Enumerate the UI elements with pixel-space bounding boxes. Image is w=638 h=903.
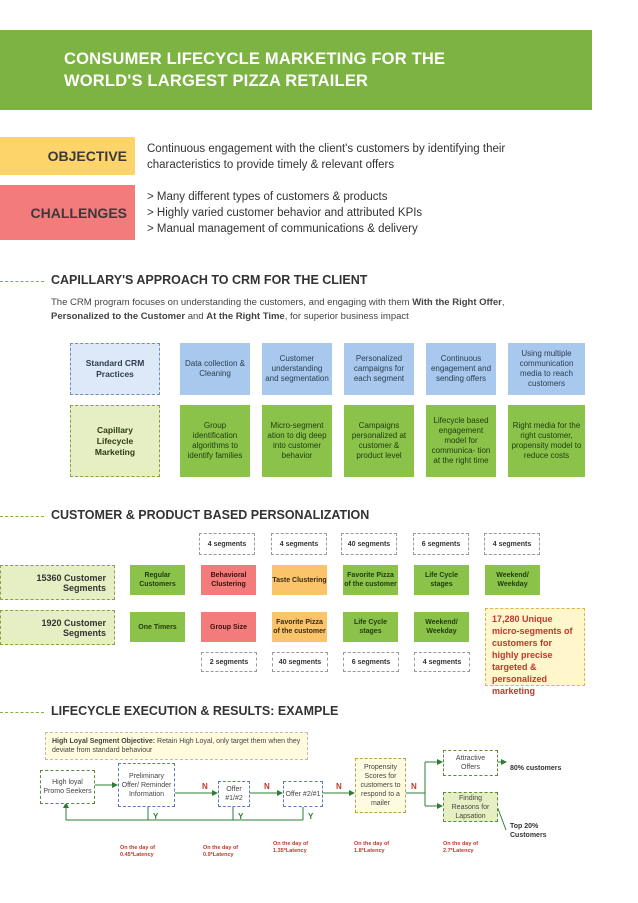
standard-item: Data collection & Cleaning	[180, 343, 250, 395]
capillary-item: Campaigns personalized at customer & pro…	[344, 405, 414, 477]
result-top-20-percent: Top 20% Customers	[510, 823, 547, 839]
capillary-item: Micro-segment ation to dig deep into cus…	[262, 405, 332, 477]
yes-label: Y	[308, 812, 314, 821]
latency-label: On the day of 1.35*Latency	[273, 841, 309, 854]
segment-count: 6 segments	[343, 652, 399, 672]
crm-section-title: CAPILLARY'S APPROACH TO CRM FOR THE CLIE…	[51, 273, 368, 287]
attractive-offers-node: Attractive Offers	[443, 750, 498, 776]
segment-cell: Life Cycle stages	[343, 612, 398, 642]
objective-label: OBJECTIVE	[0, 137, 135, 175]
segment-cell: Favorite Pizza of the customer	[343, 565, 398, 595]
standard-item: Continuous engagement and sending offers	[426, 343, 496, 395]
lapsation-node: Finding Reasons for Lapsation	[443, 792, 498, 822]
capillary-lifecycle-label: Capillary Lifecycle Marketing	[70, 405, 160, 477]
yes-label: Y	[238, 812, 244, 821]
standard-item: Customer understanding and segmentation	[262, 343, 332, 395]
standard-crm-label: Standard CRM Practices	[70, 343, 160, 395]
yes-label: Y	[153, 812, 159, 821]
header-banner: CONSUMER LIFECYCLE MARKETING FOR THE WOR…	[0, 30, 592, 110]
section-divider	[0, 281, 44, 282]
no-label: N	[202, 782, 208, 791]
no-label: N	[264, 782, 270, 791]
result-80-percent: 80% customers	[510, 765, 562, 772]
latency-label: On the day of 0.45*Latency	[120, 845, 156, 858]
propensity-node: Propensity Scores for customers to respo…	[355, 758, 406, 813]
latency-label: On the day of 2.7*Latency	[443, 841, 479, 854]
segment-count: 2 segments	[201, 652, 257, 672]
segment-cell: Favorite Pizza of the customer	[272, 612, 327, 642]
loyal-segment-objective: High Loyal Segment Objective: Retain Hig…	[45, 732, 308, 760]
segment-cell: Behavioral Clustering	[201, 565, 256, 595]
capillary-item: Right media for the right customer, prop…	[508, 405, 585, 477]
challenges-label: CHALLENGES	[0, 185, 135, 240]
offer-1-node: Offer #1/#2	[218, 781, 250, 807]
segment-count: 6 segments	[413, 533, 469, 555]
latency-label: On the day of 1.8*Latency	[354, 841, 390, 854]
segment-count: 4 segments	[271, 533, 327, 555]
reminder-node: Preliminary Offer/ Reminder Information	[118, 763, 175, 807]
segment-count: 40 segments	[272, 652, 328, 672]
segment-count: 4 segments	[484, 533, 540, 555]
micro-segments-note: 17,280 Unique micro-segments of customer…	[485, 608, 585, 696]
crm-description: The CRM program focuses on understanding…	[51, 297, 505, 322]
no-label: N	[411, 782, 417, 791]
personalization-section-title: CUSTOMER & PRODUCT BASED PERSONALIZATION	[51, 508, 370, 522]
promo-seekers-node: High loyal Promo Seekers	[40, 770, 95, 804]
objective-text: Continuous engagement with the client's …	[147, 143, 506, 171]
segment-count: 4 segments	[414, 652, 470, 672]
customer-type: Regular Customers	[130, 565, 185, 595]
segment-cell: Group Size	[201, 612, 256, 642]
capillary-item: Group identification algorithms to ident…	[180, 405, 250, 477]
customer-segments-regular: 15360 Customer Segments	[0, 565, 115, 600]
standard-item: Using multiple communication media to re…	[508, 343, 585, 395]
latency-label: On the day of 0.9*Latency	[203, 845, 239, 858]
flow-connectors	[63, 759, 507, 831]
no-label: N	[336, 782, 342, 791]
segment-cell: Weekend/ Weekday	[414, 612, 469, 642]
segment-count: 40 segments	[341, 533, 397, 555]
offer-2-node: Offer #2/#1	[283, 781, 323, 807]
section-divider	[0, 516, 44, 517]
segment-cell: Weekend/ Weekday	[485, 565, 540, 595]
standard-item: Personalized campaigns for each segment	[344, 343, 414, 395]
segment-cell: Taste Clustering	[272, 565, 327, 595]
capillary-item: Lifecycle based engagement model for com…	[426, 405, 496, 477]
segment-cell: Life Cycle stages	[414, 565, 469, 595]
page-title: CONSUMER LIFECYCLE MARKETING FOR THE WOR…	[64, 50, 446, 90]
customer-type: One Timers	[130, 612, 185, 642]
challenges-list: > Many different types of customers & pr…	[147, 191, 423, 235]
customer-segments-onetime: 1920 Customer Segments	[0, 610, 115, 645]
lifecycle-section-title: LIFECYCLE EXECUTION & RESULTS: EXAMPLE	[51, 704, 339, 718]
section-divider	[0, 712, 44, 713]
segment-count: 4 segments	[199, 533, 255, 555]
